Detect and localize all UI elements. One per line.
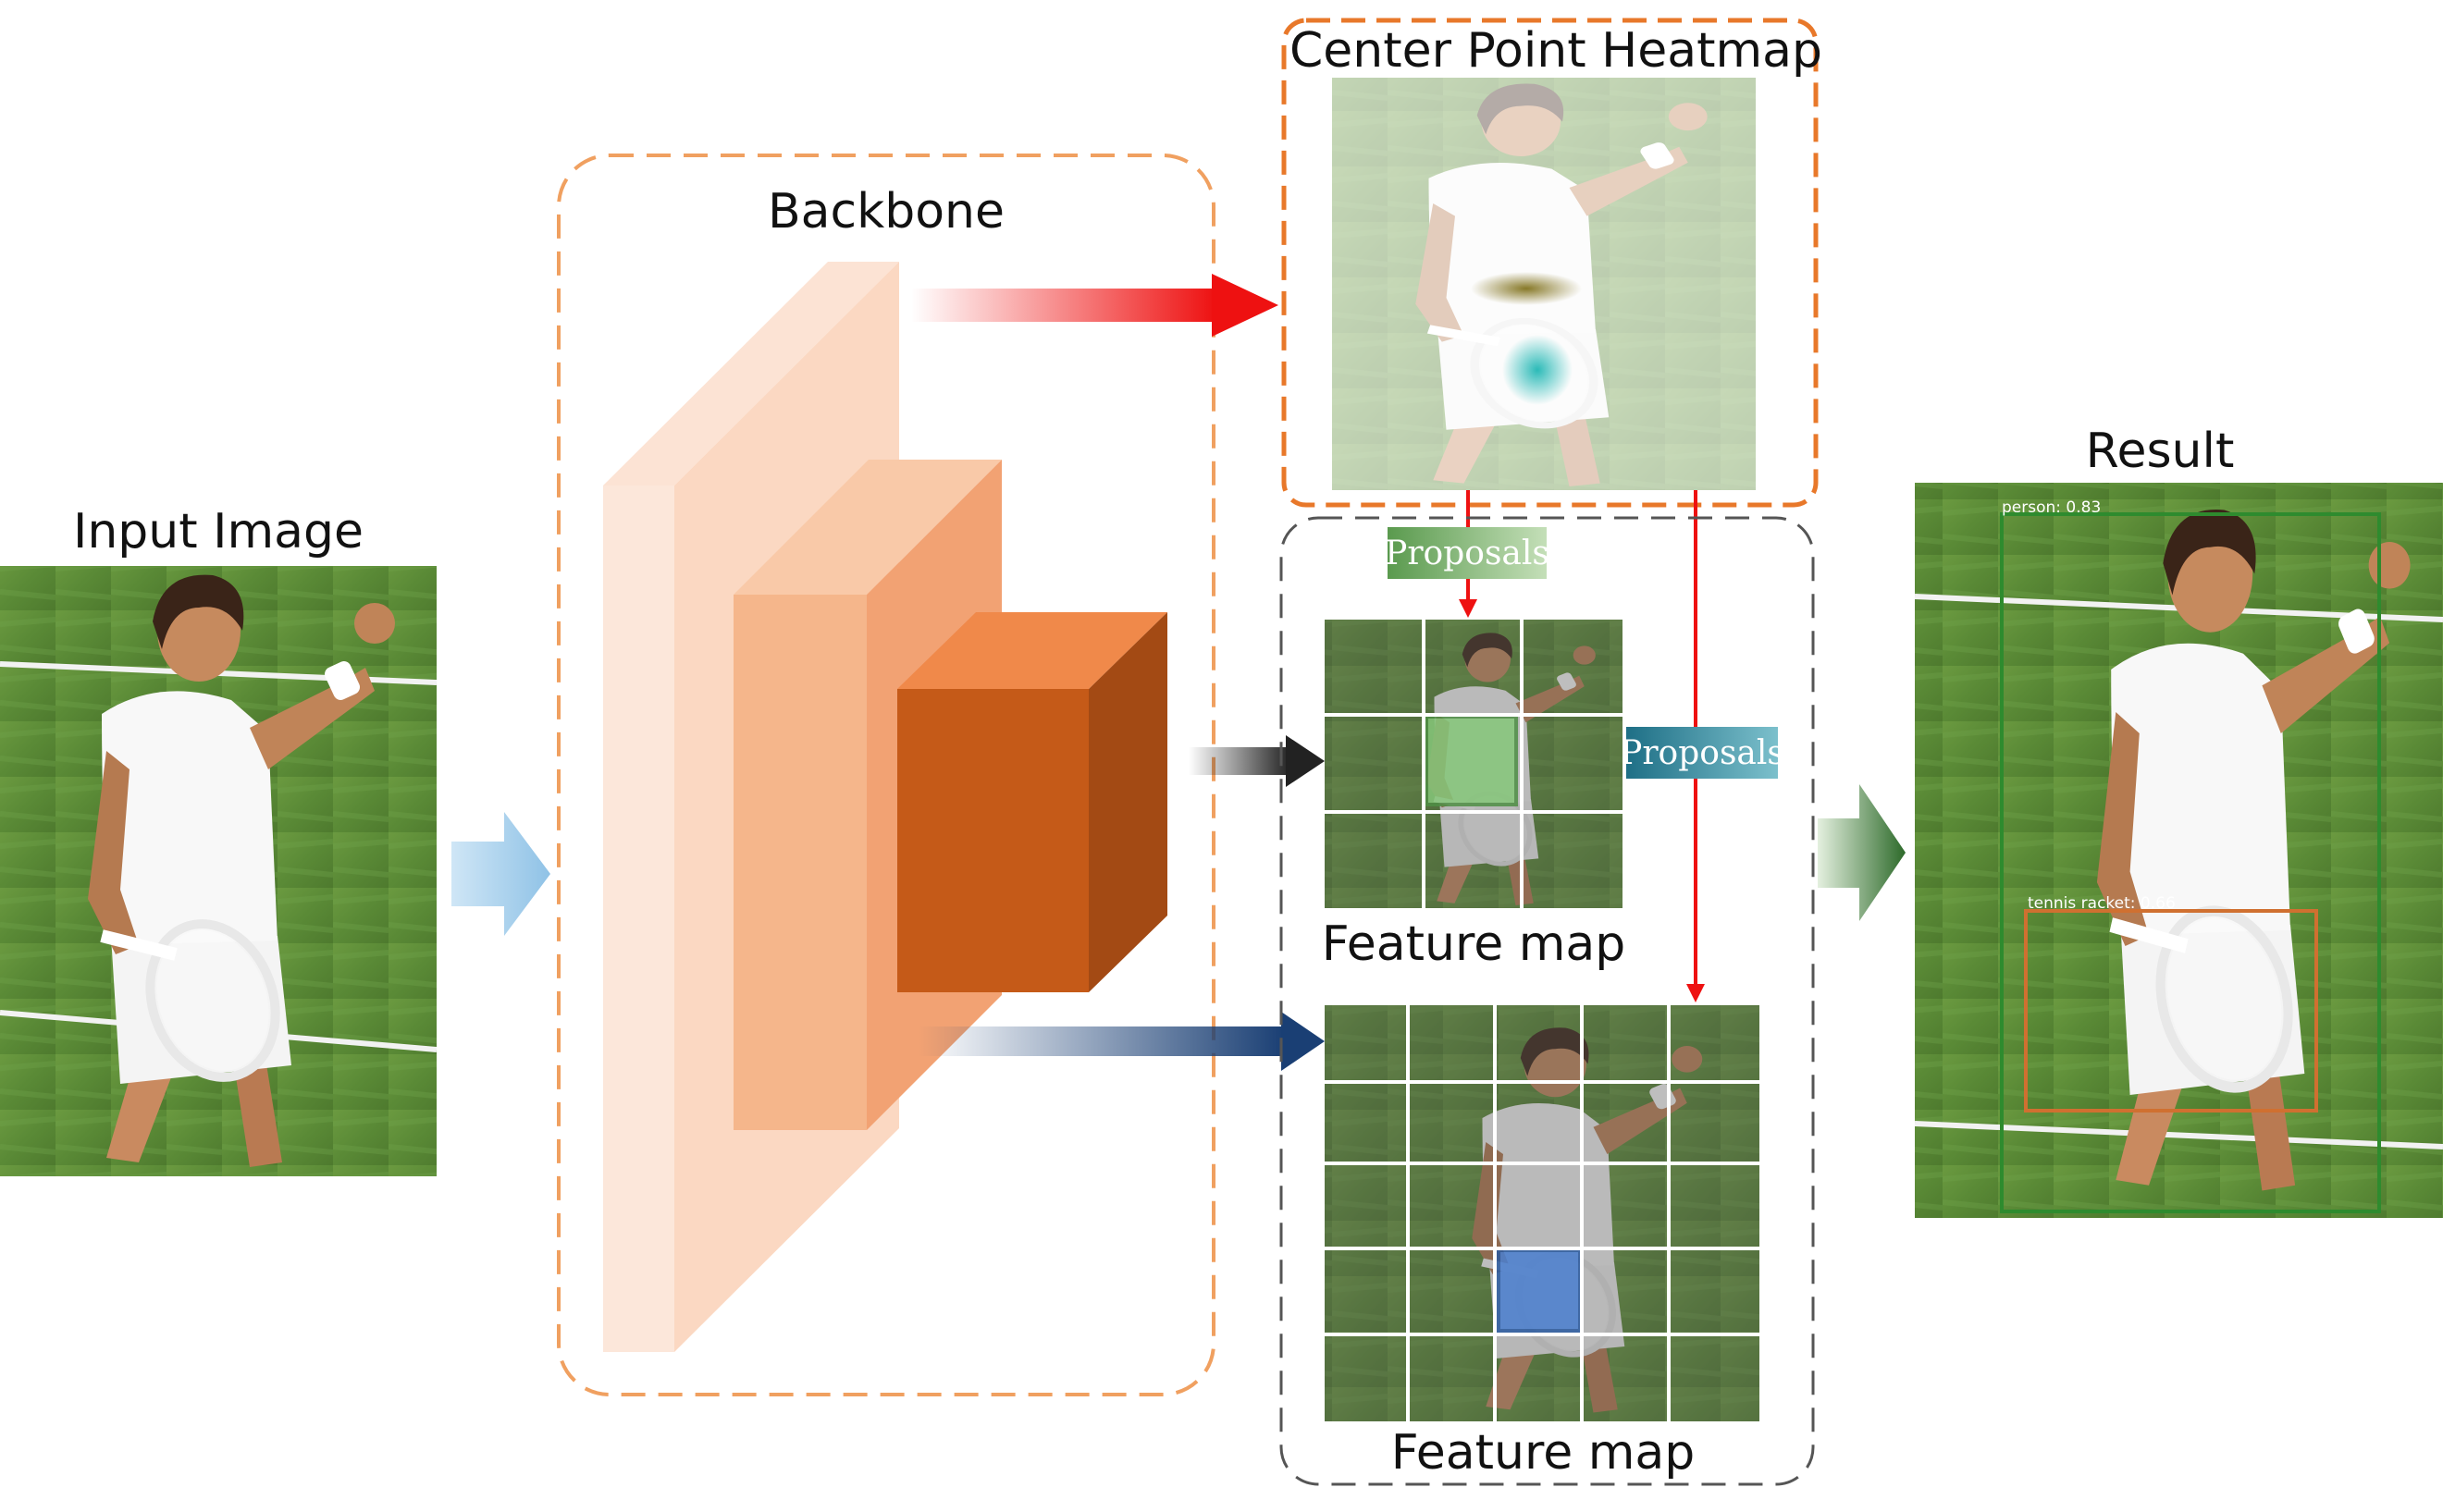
proposals-tag-2: Proposals: [1620, 727, 1784, 779]
feature-map-1-label: Feature map: [1322, 916, 1626, 972]
output-arrow: [1818, 784, 1906, 921]
arrow-to-feature-map-1: [1189, 735, 1325, 787]
result-image: [1915, 483, 2443, 1218]
backbone-label: Backbone: [768, 184, 1005, 240]
heatmap-label: Center Point Heatmap: [1289, 23, 1822, 79]
svg-text:person: 0.83: person: 0.83: [2002, 498, 2101, 517]
detection-tennis-racket: tennis racket: 0.66: [2024, 894, 2318, 1112]
svg-text:Proposals: Proposals: [1385, 535, 1549, 572]
proposals-tag-1: Proposals: [1385, 527, 1549, 579]
result-label: Result: [2086, 424, 2235, 479]
input-arrow: [451, 812, 550, 936]
detection-person: person: 0.83: [2000, 498, 2381, 1213]
heatmap-container: [1281, 18, 1819, 508]
svg-text:tennis racket: 0.66: tennis racket: 0.66: [2028, 894, 2176, 913]
arrow-to-heatmap: [911, 274, 1278, 337]
feature-maps-container: [1279, 516, 1815, 1486]
svg-text:Proposals: Proposals: [1620, 734, 1784, 772]
input-image: [0, 566, 437, 1176]
input-image-label: Input Image: [73, 504, 364, 559]
backbone-layers: [603, 262, 1167, 1352]
arrow-to-feature-map-2: [919, 1012, 1325, 1071]
feature-map-2: [1325, 1005, 1759, 1421]
feature-map-1: [1325, 620, 1622, 908]
heatmap-image: [1332, 78, 1756, 490]
feature-map-2-label: Feature map: [1391, 1425, 1696, 1481]
